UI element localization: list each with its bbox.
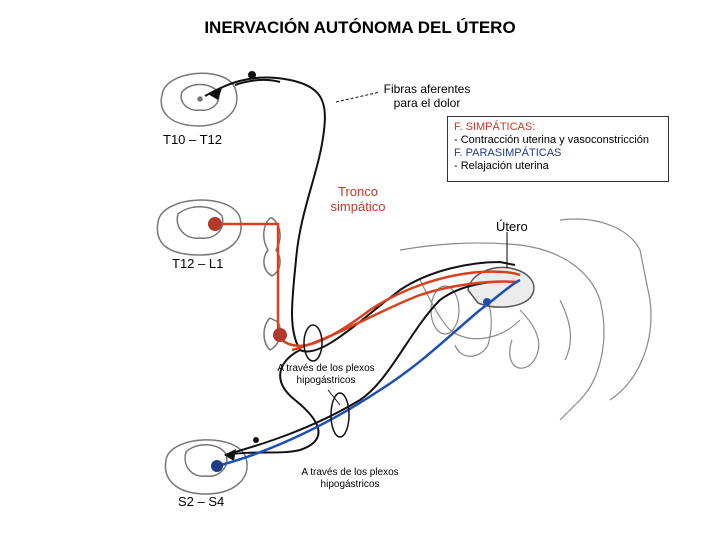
afferent-pain-fiber [204, 76, 516, 456]
arrow-head-icon [224, 449, 236, 461]
legend-simp-desc: - Contracción uterina y vasoconstricción [454, 134, 650, 146]
legend-simp-title: F. SIMPÁTICAS: [454, 121, 536, 133]
afferent-label-line1: Fibras aferentes [383, 82, 471, 96]
plexus-ellipse-upper [303, 324, 323, 362]
legend-box: F. SIMPÁTICAS: - Contracción uterina y v… [447, 116, 669, 182]
plexos-lower-line1: A través de los plexos [301, 467, 399, 478]
legend-para-title: F. PARASIMPÁTICAS [454, 147, 562, 159]
segment-label-t10: T10 – T12 [163, 132, 223, 147]
plexus-pointer [327, 389, 341, 406]
afferent-label: Fibras aferentes para el dolor [372, 82, 482, 110]
plexos-lower-line2: hipogástricos [320, 479, 380, 490]
afferent-label-line2: para el dolor [393, 96, 461, 110]
ganglion-dot [253, 437, 259, 443]
plexus-ellipse-lower [330, 392, 350, 438]
tronco-label-line2: simpático [330, 199, 386, 214]
spinal-section-s2 [164, 439, 248, 495]
tronco-label-line1: Tronco [338, 184, 378, 199]
spinal-section-t12 [156, 199, 242, 256]
spinal-section-t10 [160, 72, 238, 127]
sympathetic-ganglion-body [273, 328, 287, 342]
plexos-upper-line1: A través de los plexos [277, 363, 375, 374]
pelvis-outline [399, 218, 652, 421]
afferent-pointer [335, 91, 381, 103]
segment-label-t12: T12 – L1 [172, 256, 224, 271]
tronco-label: Tronco simpático [318, 184, 398, 214]
sympathetic-fibers [215, 222, 521, 352]
page-title: INERVACIÓN AUTÓNOMA DEL ÚTERO [204, 18, 516, 37]
plexos-label-upper: A través de los plexos hipogástricos [266, 363, 386, 387]
parasympathetic-neuron-body [211, 460, 223, 472]
sympathetic-neuron-body [208, 217, 222, 231]
parasympathetic-ganglion [483, 298, 491, 306]
utero-label: Útero [496, 219, 528, 234]
sympathetic-trunk [263, 217, 282, 351]
parasympathetic-fibers [216, 278, 521, 468]
plexos-label-lower: A través de los plexos hipogástricos [290, 467, 410, 491]
legend-para-desc: - Relajación uterina [454, 160, 549, 172]
ganglion-dot [248, 71, 256, 79]
segment-label-s2: S2 – S4 [178, 494, 225, 509]
plexos-upper-line2: hipogástricos [296, 375, 356, 386]
arrow-head-icon [208, 88, 222, 100]
